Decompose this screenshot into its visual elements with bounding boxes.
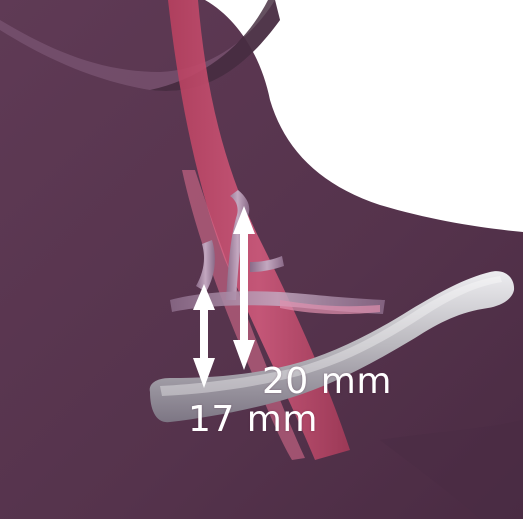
measurement-label-17mm: 17 mm: [188, 402, 318, 438]
measurement-label-20mm: 20 mm: [262, 364, 392, 400]
